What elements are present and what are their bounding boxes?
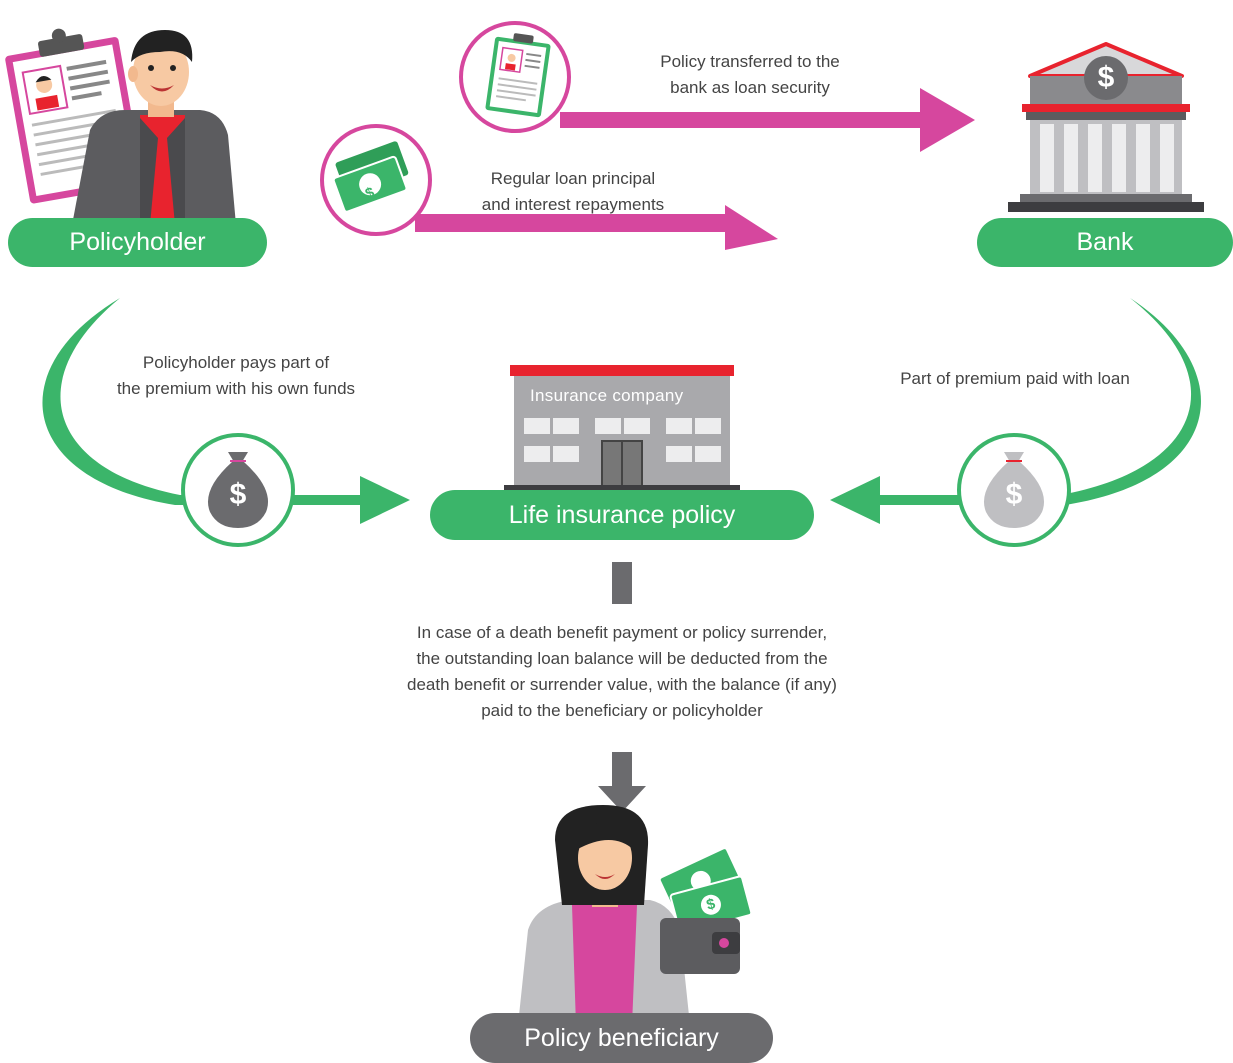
life-insurance-policy-node: Life insurance policy <box>430 490 814 540</box>
policyholder-node: Policyholder <box>8 218 267 267</box>
beneficiary-illustration <box>518 805 690 1025</box>
bank-building-icon <box>1008 42 1204 212</box>
loan-premium-caption: Part of premium paid with loan <box>865 366 1165 392</box>
right-bag-dollar-symbol: $ <box>1005 478 1023 511</box>
policy-document-icon <box>459 21 571 133</box>
insurance-company-label: Insurance company <box>530 386 684 405</box>
connector-bar <box>612 562 632 604</box>
bank-node: Bank <box>977 218 1233 267</box>
down-arrow-icon <box>598 752 646 812</box>
loan-repayment-arrow <box>415 205 778 250</box>
own-funds-curve-arrow <box>42 298 410 524</box>
policy-beneficiary-node: Policy beneficiary <box>470 1013 773 1063</box>
loan-repayments-caption: Regular loan principal and interest repa… <box>423 166 723 218</box>
right-money-bag-icon <box>957 433 1071 547</box>
note-line: death benefit or surrender value, with t… <box>407 675 837 694</box>
caption-line: Policy transferred to the <box>660 52 840 71</box>
note-line: the outstanding loan balance will be ded… <box>416 649 828 668</box>
left-money-bag-icon <box>181 433 295 547</box>
caption-line: and interest repayments <box>481 195 665 214</box>
insurance-company-building <box>504 365 740 491</box>
policy-transfer-arrow <box>560 88 975 152</box>
caption-line: Policyholder pays part of <box>142 353 330 372</box>
policy-transfer-caption: Policy transferred to the bank as loan s… <box>600 49 900 101</box>
note-line: In case of a death benefit payment or po… <box>416 623 828 642</box>
own-funds-caption: Policyholder pays part of the premium wi… <box>86 350 386 402</box>
note-line: paid to the beneficiary or policyholder <box>481 701 763 720</box>
deduction-note: In case of a death benefit payment or po… <box>322 620 922 724</box>
cash-banknotes-icon <box>320 124 432 236</box>
caption-line: Part of premium paid with loan <box>900 369 1130 388</box>
bank-dollar-symbol: $ <box>1097 61 1115 94</box>
wallet-cash-icon <box>658 847 753 974</box>
caption-line: Regular loan principal <box>490 169 656 188</box>
caption-line: bank as loan security <box>670 78 830 97</box>
loan-premium-curve-arrow <box>830 298 1201 524</box>
policyholder-illustration <box>5 28 236 225</box>
left-bag-dollar-symbol: $ <box>229 478 247 511</box>
caption-line: the premium with his own funds <box>116 379 356 398</box>
